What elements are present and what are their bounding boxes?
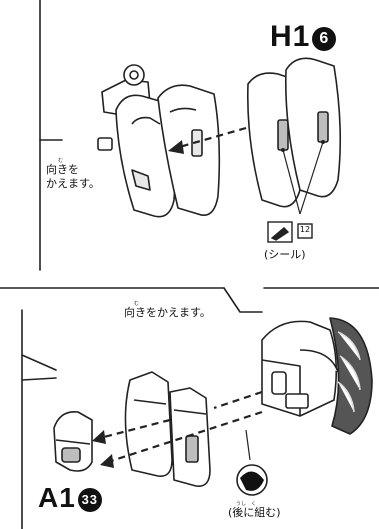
sticker-number: 12 [299,225,311,234]
bottom-direction-furigana: む [134,301,140,307]
top-direction-note-line1: 向きを [46,163,79,176]
bottom-direction-note: 向きをかえます。 [124,306,211,319]
top-part-code-letters: H1 [270,20,311,53]
sticker-label: (シール) [264,248,306,261]
bottom-part-code-letters: A1 [38,482,76,513]
back-note-furigana: うし く [236,501,257,507]
top-direction-note: 向きを かえます。 [46,163,100,191]
top-direction-note-line2: かえます。 [46,177,100,190]
top-direction-furigana: む [58,158,64,164]
top-part-number-badge: 6 [312,27,337,51]
back-note: (後に組む) [228,506,281,519]
bottom-part-number-badge: 33 [77,488,102,512]
